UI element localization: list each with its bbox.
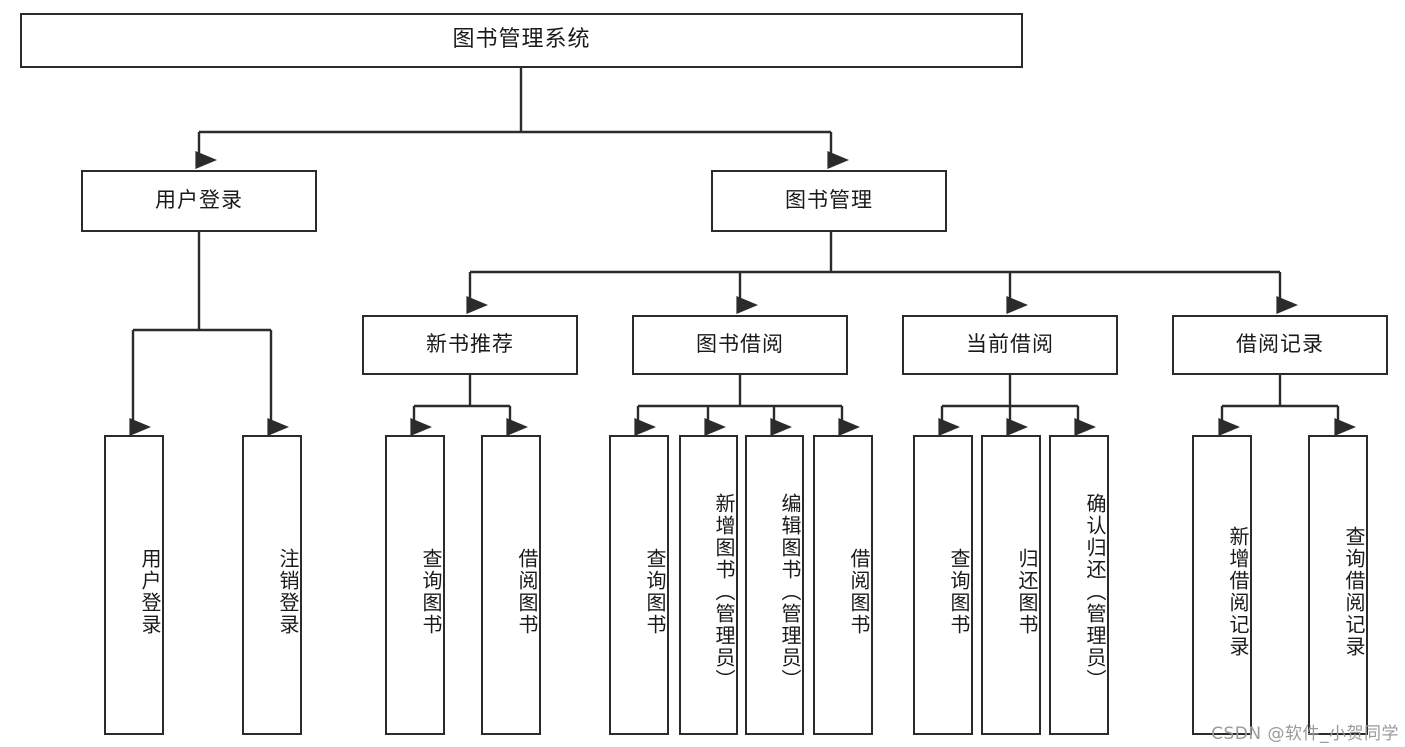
node-root[interactable]: 图书管理系统 [20, 13, 1023, 68]
node-leaf-query-record-label: 查询借阅记录 [1342, 526, 1366, 658]
node-book-manage[interactable]: 图书管理 [711, 170, 947, 232]
node-leaf-logout-label: 注销登录 [276, 548, 300, 636]
node-leaf-query-record[interactable]: 查询借阅记录 [1308, 435, 1368, 735]
node-current-borrow-label: 当前借阅 [966, 332, 1054, 357]
node-new-book-recommend[interactable]: 新书推荐 [362, 315, 578, 375]
node-leaf-return-book[interactable]: 归还图书 [981, 435, 1041, 735]
node-borrow-record[interactable]: 借阅记录 [1172, 315, 1388, 375]
node-user-login[interactable]: 用户登录 [81, 170, 317, 232]
node-leaf-add-record-label: 新增借阅记录 [1226, 526, 1250, 658]
node-book-borrow[interactable]: 图书借阅 [632, 315, 848, 375]
node-leaf-borrow-book-1[interactable]: 借阅图书 [481, 435, 541, 735]
node-leaf-edit-book-label: 编辑图书（管理员） [778, 493, 802, 691]
node-user-login-label: 用户登录 [155, 188, 243, 213]
node-leaf-confirm-return[interactable]: 确认归还（管理员） [1049, 435, 1109, 735]
node-leaf-query-book-3[interactable]: 查询图书 [913, 435, 973, 735]
node-leaf-add-book-label: 新增图书（管理员） [712, 493, 736, 691]
node-leaf-add-book[interactable]: 新增图书（管理员） [679, 435, 738, 735]
node-leaf-user-login[interactable]: 用户登录 [104, 435, 164, 735]
node-leaf-query-book-1-label: 查询图书 [419, 548, 443, 636]
node-leaf-query-book-1[interactable]: 查询图书 [385, 435, 445, 735]
node-root-label: 图书管理系统 [452, 27, 591, 53]
node-leaf-edit-book[interactable]: 编辑图书（管理员） [745, 435, 804, 735]
node-leaf-query-book-2-label: 查询图书 [643, 548, 667, 636]
node-leaf-borrow-book-1-label: 借阅图书 [515, 548, 539, 636]
node-book-borrow-label: 图书借阅 [696, 332, 784, 357]
node-leaf-query-book-3-label: 查询图书 [947, 548, 971, 636]
node-leaf-user-login-label: 用户登录 [138, 548, 162, 636]
node-leaf-query-book-2[interactable]: 查询图书 [609, 435, 669, 735]
node-leaf-return-book-label: 归还图书 [1015, 548, 1039, 636]
node-current-borrow[interactable]: 当前借阅 [902, 315, 1118, 375]
node-leaf-confirm-return-label: 确认归还（管理员） [1083, 493, 1107, 691]
node-leaf-logout[interactable]: 注销登录 [242, 435, 302, 735]
node-leaf-borrow-book-2[interactable]: 借阅图书 [813, 435, 873, 735]
node-book-manage-label: 图书管理 [785, 188, 873, 213]
watermark: CSDN @软件_小贺同学 [1211, 724, 1399, 744]
node-new-book-recommend-label: 新书推荐 [426, 332, 514, 357]
node-leaf-add-record[interactable]: 新增借阅记录 [1192, 435, 1252, 735]
node-borrow-record-label: 借阅记录 [1236, 332, 1324, 357]
node-leaf-borrow-book-2-label: 借阅图书 [847, 548, 871, 636]
